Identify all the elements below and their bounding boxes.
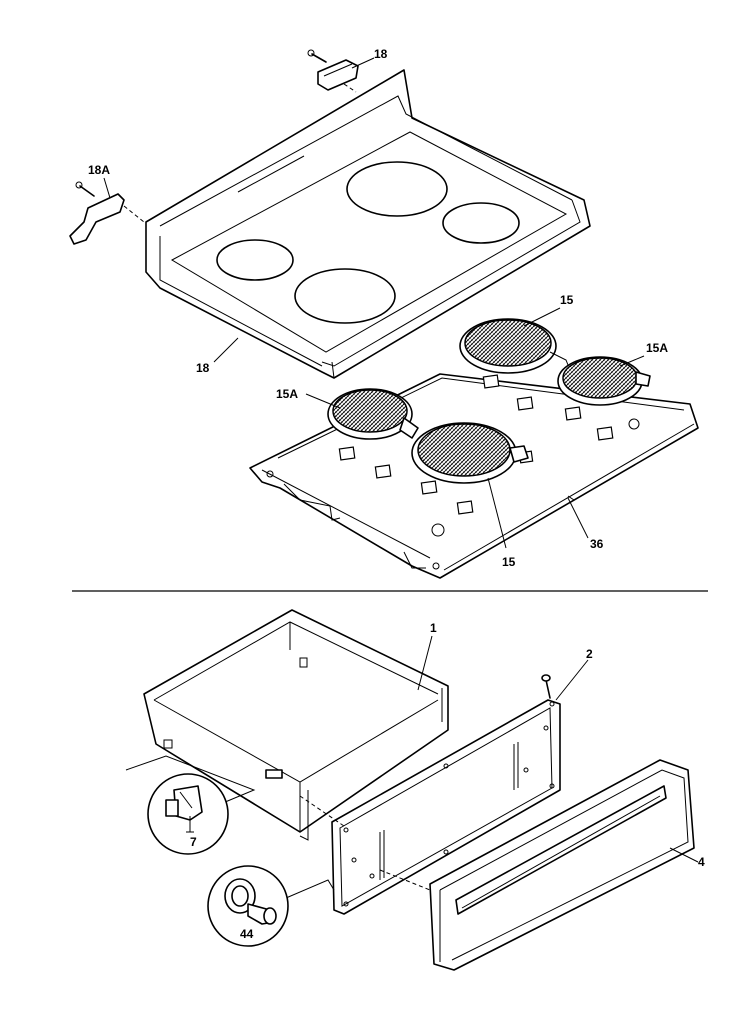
callout-7: 7 [190, 835, 197, 849]
callout-15-rear: 15 [560, 293, 574, 307]
callout-44: 44 [240, 927, 254, 941]
side-mounting-bracket [69, 181, 145, 245]
callout-1: 1 [430, 621, 437, 635]
top-leader-lines [103, 57, 645, 549]
cooktop-assembly: 18 18A 18 15 15A 15A 15 36 [69, 47, 699, 579]
rear-mounting-bracket [307, 49, 359, 93]
callout-15a-left: 15A [276, 387, 298, 401]
callout-18a: 18A [88, 163, 110, 177]
cooktop-frame [145, 69, 591, 379]
callout-4: 4 [698, 855, 705, 869]
callout-15-front: 15 [502, 555, 516, 569]
drawer-assembly: 1 2 4 7 44 [125, 609, 705, 971]
drawer-front-frame [299, 674, 561, 915]
detail-drawer-stop [125, 755, 256, 855]
callout-18-frame: 18 [196, 361, 210, 375]
surface-element-small-left [327, 388, 419, 440]
callout-18-rear: 18 [374, 47, 388, 61]
surface-element-small-right [557, 356, 651, 406]
surface-element-large-rear [459, 318, 571, 374]
surface-element-large-front [411, 422, 529, 484]
callout-2: 2 [586, 647, 593, 661]
callout-15a-right: 15A [646, 341, 668, 355]
detail-roller [207, 865, 335, 947]
callout-36: 36 [590, 537, 604, 551]
drawer-panel [379, 759, 695, 971]
bottom-leader-lines [417, 635, 699, 863]
